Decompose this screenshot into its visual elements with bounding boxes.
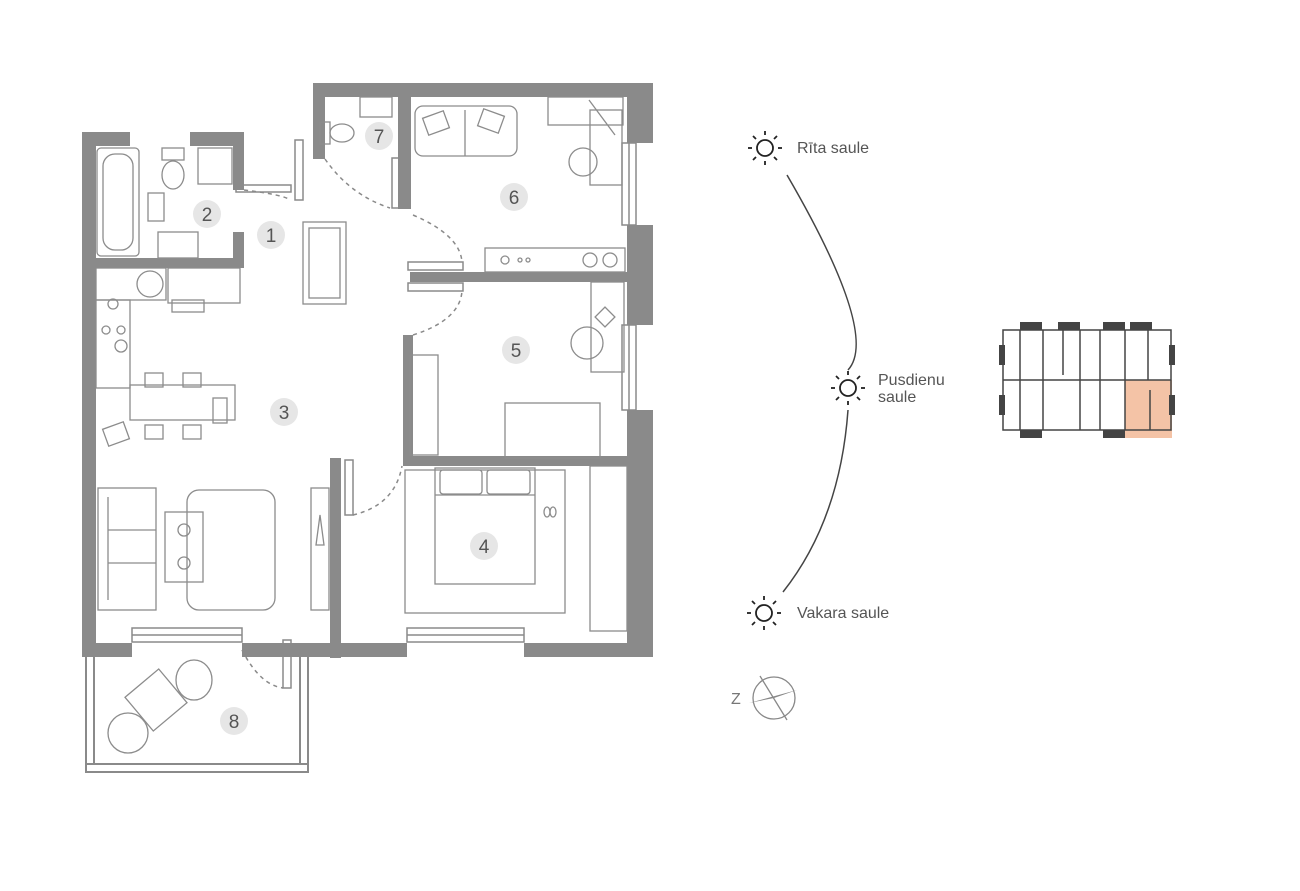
furniture (95, 96, 628, 754)
sun-icon (748, 131, 782, 165)
sun-label-noon-line2: saule (878, 389, 917, 406)
room-number: 2 (202, 205, 213, 226)
compass-label: Z (731, 691, 741, 708)
room-badge-4: 4 (470, 532, 498, 560)
sun-label-evening: Vakara saule (797, 605, 890, 622)
room-badge-8: 8 (220, 707, 248, 735)
sun-label-noon-line1: Pusdienu (878, 372, 945, 389)
sun-icon (747, 596, 781, 630)
room-badge-3: 3 (270, 398, 298, 426)
sun-label-morning: Rīta saule (797, 140, 870, 157)
room-badge-5: 5 (502, 336, 530, 364)
room-number: 3 (279, 403, 290, 424)
doors (235, 139, 464, 689)
room-badge-2: 2 (193, 200, 221, 228)
sun-icon (831, 371, 865, 405)
building-keyplan (999, 322, 1175, 438)
sun-path-arc (782, 174, 857, 593)
compass-icon: Z (731, 675, 797, 721)
windows (131, 142, 637, 643)
room-number: 4 (479, 537, 490, 558)
walls (82, 83, 653, 658)
room-number: 8 (229, 712, 240, 733)
room-badge-1: 1 (257, 221, 285, 249)
room-badges: 1 2 3 4 5 6 7 8 (193, 122, 530, 735)
room-number: 1 (266, 226, 277, 247)
room-badge-7: 7 (365, 122, 393, 150)
room-badge-6: 6 (500, 183, 528, 211)
room-number: 5 (511, 341, 522, 362)
room-number: 7 (374, 127, 385, 148)
room-number: 6 (509, 188, 520, 209)
balcony (85, 657, 309, 773)
